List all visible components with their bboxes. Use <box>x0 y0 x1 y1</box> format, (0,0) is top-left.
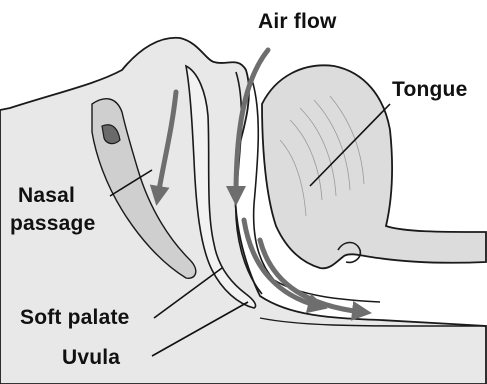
label-uvula: Uvula <box>62 346 120 370</box>
label-air-flow: Air flow <box>258 10 337 34</box>
label-nasal-line2: passage <box>10 212 95 236</box>
label-nasal-line1: Nasal <box>18 184 75 208</box>
label-soft-palate: Soft palate <box>20 306 130 330</box>
label-tongue: Tongue <box>392 78 467 102</box>
